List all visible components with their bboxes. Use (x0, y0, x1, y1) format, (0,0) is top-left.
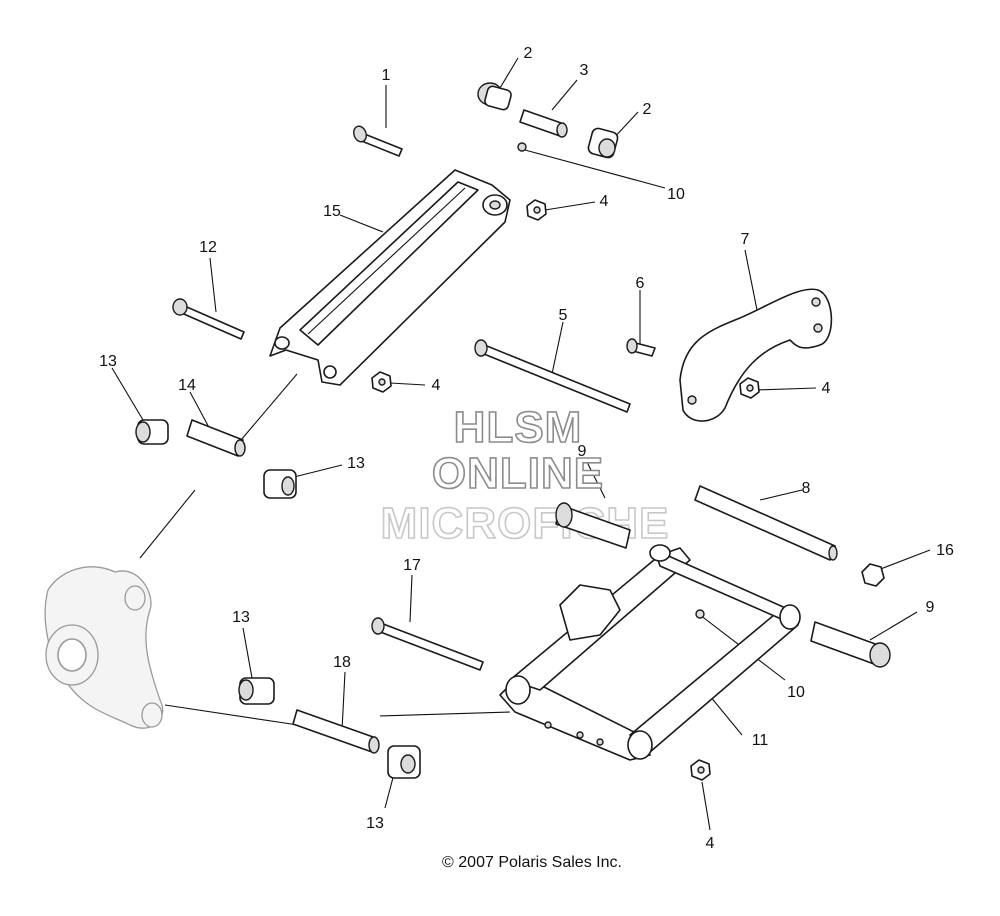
callout-7: 7 (741, 231, 750, 248)
part-16-nut (861, 563, 885, 587)
part-11-swing-arm (499, 544, 801, 761)
part-14-sleeve (186, 419, 246, 457)
callout-18: 18 (333, 654, 351, 671)
part-3-sleeve (519, 109, 568, 138)
callout-4-c: 4 (822, 380, 831, 397)
callout-13-d: 13 (366, 815, 384, 832)
part-2-bushing-right (587, 127, 619, 159)
part-5-long-bolt (474, 339, 631, 413)
callout-5: 5 (559, 307, 568, 324)
part-13-bushing-d (387, 745, 421, 779)
watermark-line-2: ONLINE (432, 449, 604, 498)
callout-15: 15 (323, 203, 341, 220)
part-9-bushing-a (555, 502, 631, 549)
callout-4-a: 4 (600, 193, 609, 210)
copyright-notice: © 2007 Polaris Sales Inc. (442, 854, 622, 871)
part-9-bushing-b (810, 621, 891, 668)
part-10-grease-fitting-lower (695, 609, 705, 619)
callout-4-d: 4 (706, 835, 715, 852)
callout-13-c: 13 (232, 609, 250, 626)
part-13-bushing-a (135, 419, 169, 445)
part-12-bolt (172, 298, 245, 340)
part-1-bolt (353, 125, 403, 157)
part-13-bushing-c (238, 677, 275, 705)
part-2-bushing-upper (477, 82, 512, 111)
callout-8: 8 (802, 480, 811, 497)
callout-4-b: 4 (432, 377, 441, 394)
callout-10-lower: 10 (787, 684, 805, 701)
part-17-bolt (371, 617, 484, 671)
callout-17: 17 (403, 557, 421, 574)
watermark: HLSM ONLINE MICROFICHE (380, 402, 670, 549)
callout-13-a: 13 (99, 353, 117, 370)
callout-13-b: 13 (347, 455, 365, 472)
callout-1: 1 (382, 67, 391, 84)
part-8-pin (694, 485, 838, 561)
callout-12: 12 (199, 239, 217, 256)
callout-14: 14 (178, 377, 196, 394)
callout-9-a: 9 (578, 443, 587, 460)
part-4-nut-d (690, 759, 711, 781)
part-15-bracket (269, 169, 511, 386)
spindle-knuckle (44, 566, 164, 729)
callout-10-upper: 10 (667, 186, 685, 203)
part-10-grease-fitting-upper (517, 142, 527, 152)
part-13-bushing-b (263, 469, 297, 499)
leader-lines (111, 57, 931, 831)
part-4-nut-b (371, 371, 392, 393)
part-7-plate (679, 288, 833, 422)
watermark-line-1: HLSM (454, 403, 583, 452)
watermark-line-3: MICROFICHE (381, 499, 670, 548)
part-4-nut-a (526, 199, 547, 221)
callout-3: 3 (580, 62, 589, 79)
part-4-nut-c (739, 377, 760, 399)
callout-2-right: 2 (643, 101, 652, 118)
callout-9-b: 9 (926, 599, 935, 616)
part-18-sleeve (292, 709, 380, 754)
callout-6: 6 (636, 275, 645, 292)
callout-11: 11 (752, 732, 769, 749)
callout-16: 16 (936, 542, 954, 559)
callout-labels: 1 2 3 2 10 4 15 12 7 6 5 13 14 4 4 13 9 … (99, 45, 954, 852)
callout-2-upper: 2 (524, 45, 533, 62)
part-6-bolt (626, 338, 656, 357)
